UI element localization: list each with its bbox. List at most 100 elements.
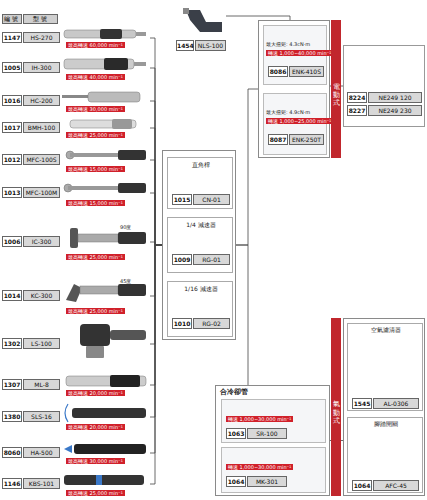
handpiece-item: 1005IH-300最高轉速 40,000 min⁻¹	[2, 54, 150, 82]
handpiece-item: 1302LS-100	[2, 320, 150, 368]
handpiece-grip	[118, 150, 146, 160]
speed-tag: 最高轉速 25,000 min⁻¹	[66, 308, 125, 314]
accessory-group: 空氣濾清器1545AL-0306腳踏開關1064AFC-45	[343, 318, 425, 496]
handpiece-grip	[110, 375, 140, 387]
handpiece-grip	[104, 58, 128, 70]
handpiece-body	[64, 475, 144, 485]
connector-line	[150, 245, 162, 296]
model-name: MFC-100M	[23, 187, 60, 198]
model-name: KBS-101	[23, 478, 60, 489]
connector-line	[150, 245, 162, 484]
part-code: 1013	[2, 187, 22, 198]
handpiece-item: 1012MFC-100S 最高轉速 15,000 min⁻¹	[2, 146, 150, 174]
handpiece-body	[72, 408, 146, 418]
handpiece-item: 1016HC-200最高轉速 30,000 min⁻¹	[2, 88, 150, 114]
model-name: NE249 120	[368, 92, 422, 103]
motor-box: 最大扭矩: 4.9cN·m轉速 1,000~25,000 min⁻¹8087EN…	[263, 93, 327, 155]
category-band: 電動式	[331, 20, 341, 158]
handpiece-item: 1013MFC-100M最高轉速 15,000 min⁻¹	[2, 178, 150, 208]
section-title: 腳踏開關	[348, 420, 424, 427]
speed-tag: 最高轉速 15,000 min⁻¹	[66, 166, 125, 172]
speed-tag: 轉速 1,000~30,000 min⁻¹	[226, 416, 293, 422]
adapter-box: 1/4 減速器1009RG-01	[167, 217, 233, 273]
control-unit: 8224NE249 1208227NE249 230	[343, 45, 425, 127]
connector-line	[150, 160, 162, 245]
handpiece-band	[96, 475, 102, 485]
connector-line	[150, 38, 162, 245]
connector-line	[150, 68, 162, 245]
model-name: CN-01	[193, 194, 230, 205]
handpiece-body	[70, 120, 136, 128]
handpiece-arm	[70, 153, 120, 157]
part-code: 1014	[2, 290, 22, 301]
part-code: 1064	[226, 476, 246, 487]
handpiece-item: 1017BMH-100最高轉速 25,000 min⁻¹	[2, 116, 150, 140]
column-header: 型號	[23, 14, 58, 24]
handpiece-item: 1014KC-30045度最高轉速 25,000 min⁻¹	[2, 276, 150, 316]
angle-head	[70, 228, 78, 248]
handpiece-body	[74, 444, 146, 454]
air-motor-box: 轉速 1,000~30,000 min⁻¹1063SR-100	[221, 399, 326, 443]
handpiece-item: 1380SLS-16最高轉速 20,000 min⁻¹	[2, 402, 150, 432]
model-name: NLS-100	[195, 40, 226, 51]
handpiece-item: 1454NLS-100	[176, 6, 226, 52]
speed-tag: 轉速 1,000~25,000 min⁻¹	[266, 118, 333, 124]
part-code: 1015	[172, 194, 192, 205]
model-name: HA-500	[23, 447, 60, 458]
model-name: LS-100	[23, 338, 60, 349]
handpiece-body	[66, 376, 146, 386]
speed-tag: 最高轉速 25,000 min⁻¹	[66, 490, 125, 496]
connector-line	[150, 128, 162, 245]
model-name: HS-270	[23, 32, 60, 43]
part-code: 1010	[172, 318, 192, 329]
model-name: ML-8	[23, 379, 60, 390]
model-name: NE249 230	[368, 105, 422, 116]
part-code: 8060	[2, 447, 22, 458]
part-code: 1012	[2, 154, 22, 165]
model-name: HC-200	[23, 95, 60, 106]
handpiece-arm	[68, 186, 120, 190]
air-motor-box: 轉速 1,000~30,000 min⁻¹1064MK-301	[221, 447, 326, 493]
connector-line	[150, 242, 162, 245]
speed-tag: 最高轉速 20,000 min⁻¹	[66, 424, 125, 430]
section-title: 直角桿	[168, 161, 234, 168]
model-name: RG-02	[193, 318, 230, 329]
model-name: AL-0306	[373, 398, 419, 409]
speed-tag: 最高轉速 25,000 min⁻¹	[66, 254, 125, 260]
angle-note: 90度	[120, 224, 131, 230]
connector-line	[150, 245, 162, 344]
handpiece-item: 8060HA-500 最高轉速 30,000 min⁻¹	[2, 440, 150, 466]
speed-tag: 最高轉速 30,000 min⁻¹	[66, 106, 125, 112]
part-code: 1017	[2, 122, 22, 133]
sander-pad	[86, 346, 104, 358]
speed-tag: 轉速 1,000~30,000 min⁻¹	[226, 464, 293, 470]
part-code: 8227	[347, 105, 367, 116]
model-name: MFC-100S	[23, 154, 60, 165]
angle-note: 45度	[120, 278, 131, 284]
handpiece-tail	[136, 32, 146, 36]
handpiece-grip	[118, 284, 146, 296]
part-code: 1009	[172, 254, 192, 265]
part-code: 1380	[2, 411, 22, 422]
motion-arrow	[65, 404, 68, 422]
handpiece-item: 1006IC-30090度最高轉速 25,000 min⁻¹	[2, 222, 150, 262]
part-code: 1307	[2, 379, 22, 390]
model-name: ENK-250T	[289, 134, 324, 145]
speed-tag: 最高轉速 30,000 min⁻¹	[66, 458, 125, 464]
handpiece-body	[64, 30, 136, 38]
handpiece-item: 1146KBS-101 最高轉速 25,000 min⁻¹	[2, 470, 150, 498]
section-title: 空氣濾清器	[348, 326, 424, 333]
part-code: 1146	[2, 478, 22, 489]
model-name: IH-300	[23, 62, 60, 73]
column-header: 編號	[2, 14, 22, 24]
handpiece-item: 1307ML-8 最高轉速 20,000 min⁻¹	[2, 372, 150, 398]
adapter-box: 1/16 減速器1010RG-02	[167, 281, 233, 337]
part-code: 1302	[2, 338, 22, 349]
connector-line	[150, 101, 162, 245]
speed-tag: 最高轉速 20,000 min⁻¹	[66, 390, 125, 396]
handpiece-body	[64, 59, 134, 69]
handpiece-shaft	[78, 234, 118, 242]
handpiece-body	[88, 92, 140, 102]
part-code: 1005	[2, 62, 22, 73]
model-name: RG-01	[193, 254, 230, 265]
